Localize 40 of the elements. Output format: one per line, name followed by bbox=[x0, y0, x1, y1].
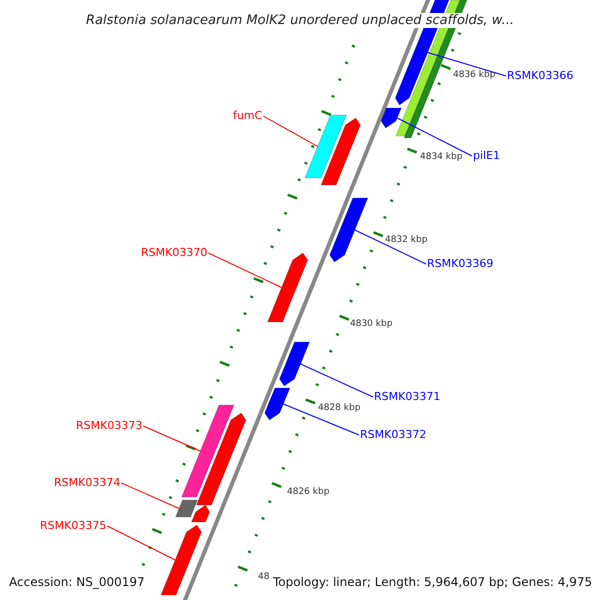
leader-line bbox=[262, 116, 318, 147]
gene-label: RSMK03366 bbox=[507, 70, 574, 80]
gene-feature bbox=[320, 118, 361, 186]
leader-line bbox=[300, 364, 374, 398]
gene-feature bbox=[380, 108, 402, 128]
gene-feature bbox=[279, 342, 310, 386]
gene-feature bbox=[267, 252, 308, 322]
summary-text: Topology: linear; Length: 5,964,607 bp; Genes: 4,975 bbox=[273, 576, 592, 588]
leader-line bbox=[427, 52, 506, 76]
gene-feature bbox=[181, 404, 234, 498]
gene-feature bbox=[264, 388, 290, 420]
leader-line bbox=[282, 404, 360, 436]
scale-label: 4828 kbp bbox=[318, 404, 360, 412]
gene-feature bbox=[160, 524, 202, 596]
gene-feature bbox=[329, 198, 368, 262]
gene-label: RSMK03373 bbox=[76, 420, 142, 430]
gene-feature bbox=[191, 504, 210, 522]
gene-label: RSMK03371 bbox=[374, 390, 440, 402]
leader-line bbox=[106, 526, 176, 560]
leader-line bbox=[142, 426, 201, 452]
leader-line bbox=[396, 118, 472, 156]
gene-label: RSMK03372 bbox=[360, 428, 426, 440]
scale-label: 4830 kbp bbox=[350, 320, 392, 328]
gene-label: RSMK03370 bbox=[141, 246, 208, 258]
accession-text: Accession: NS_000197 bbox=[9, 576, 145, 588]
gene-label: pilE1 bbox=[473, 150, 500, 160]
scale-label: 4826 kbp bbox=[287, 488, 330, 496]
scale-label: 4832 kbp bbox=[385, 236, 428, 244]
leader-line bbox=[354, 230, 426, 264]
leader-line bbox=[208, 252, 282, 288]
gene-label: RSMK03374 bbox=[54, 476, 120, 488]
gene-feature bbox=[196, 412, 246, 506]
gene-label: RSMK03369 bbox=[427, 258, 494, 268]
scale-label: 4836 kbp bbox=[453, 70, 496, 80]
scale-label: 4834 kbp bbox=[420, 152, 462, 162]
gene-feature bbox=[304, 114, 347, 178]
gene-label: RSMK03375 bbox=[40, 520, 106, 530]
gene-label: fumC bbox=[233, 110, 262, 120]
gene-feature bbox=[175, 500, 198, 518]
scale-label: 48 bbox=[258, 572, 270, 582]
